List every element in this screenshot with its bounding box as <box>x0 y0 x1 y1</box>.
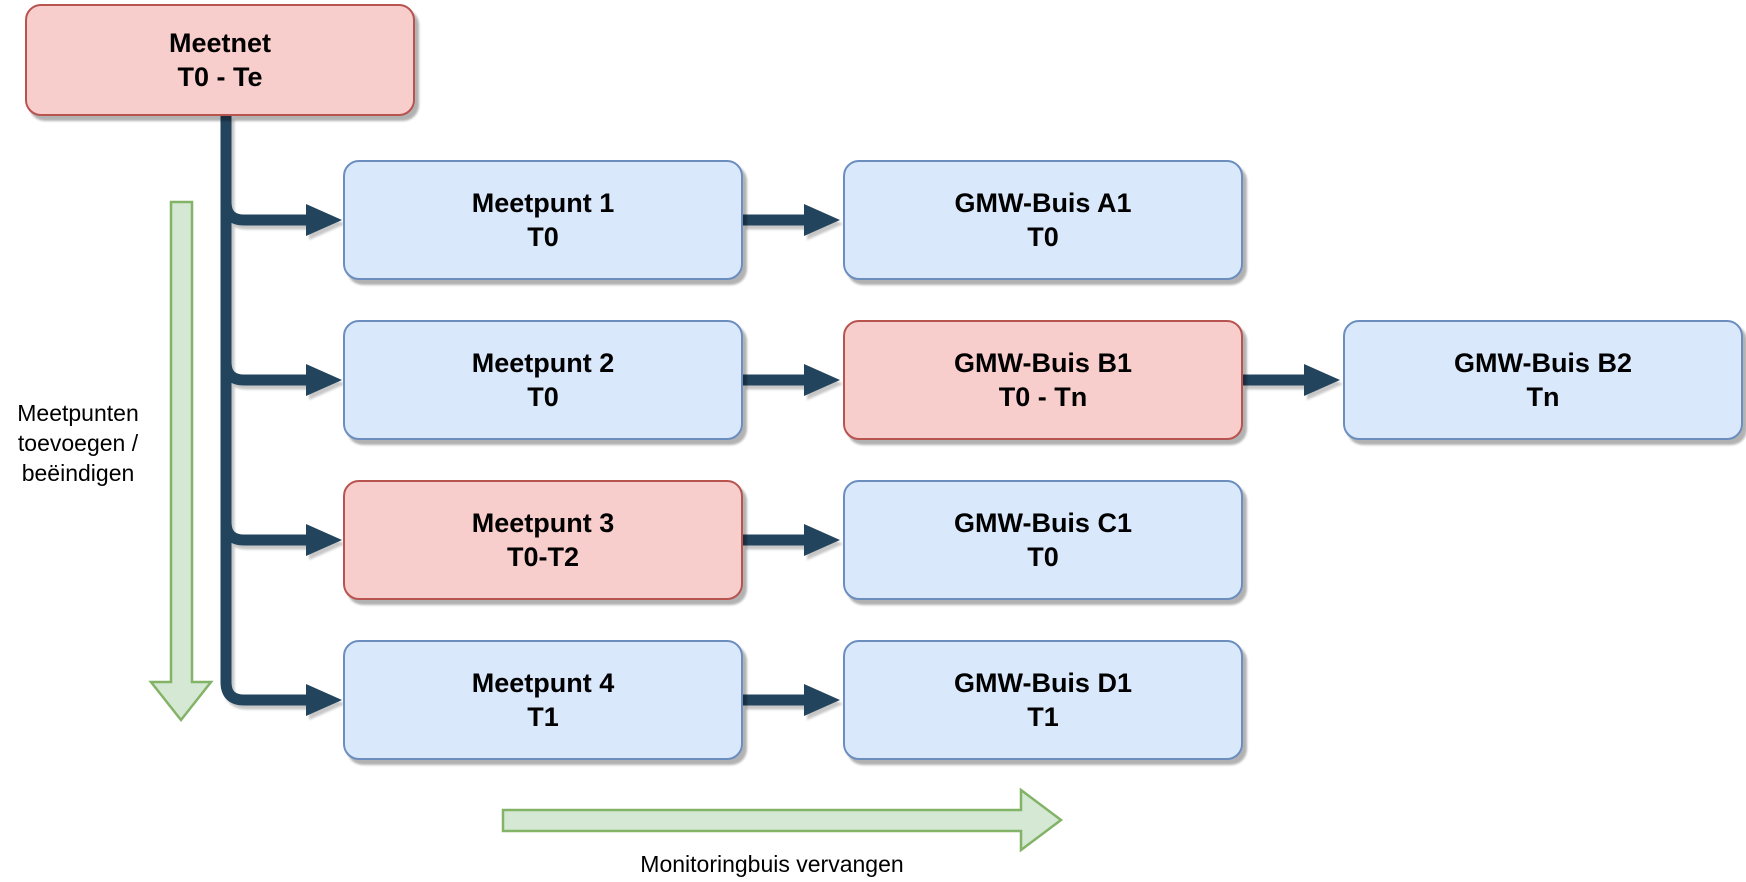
node-subtitle: T1 <box>527 702 559 732</box>
node-subtitle: T0 - Te <box>177 62 263 92</box>
branch-connector-meetpunt-1 <box>220 201 308 226</box>
node-meetpunt-4: Meetpunt 4 T1 <box>343 640 743 760</box>
node-gmw-buis-a1: GMW-Buis A1 T0 <box>843 160 1243 280</box>
arrowhead-icon <box>804 204 840 236</box>
tree-trunk-connector <box>220 116 308 706</box>
node-subtitle: T0 <box>1027 542 1059 572</box>
right-arrow-icon <box>501 787 1064 853</box>
left-arrow-label: Meetpunten toevoegen / beëindigen <box>0 398 156 488</box>
node-title: Meetnet <box>168 28 271 58</box>
node-subtitle: T0 <box>527 222 559 252</box>
node-subtitle: T0 <box>527 382 559 412</box>
node-meetpunt-1: Meetpunt 1 T0 <box>343 160 743 280</box>
node-title: GMW-Buis B2 <box>1454 348 1632 378</box>
arrowhead-icon <box>804 524 840 556</box>
arrowhead-icon <box>306 364 342 396</box>
node-subtitle: T1 <box>1027 702 1059 732</box>
arrowhead-icon <box>306 204 342 236</box>
arrowhead-icon <box>306 524 342 556</box>
node-title: GMW-Buis A1 <box>954 188 1132 218</box>
node-meetnet: Meetnet T0 - Te <box>25 4 415 116</box>
node-subtitle: T0 - Tn <box>998 382 1088 412</box>
node-subtitle: T0-T2 <box>506 542 579 572</box>
left-arrow-label-line: Meetpunten <box>17 400 139 426</box>
node-title: GMW-Buis C1 <box>954 508 1132 538</box>
arrowhead-icon <box>1304 364 1340 396</box>
node-meetpunt-2: Meetpunt 2 T0 <box>343 320 743 440</box>
node-subtitle: T0 <box>1027 222 1059 252</box>
left-arrow-label-line: toevoegen / <box>17 430 139 456</box>
horizontal-connector-group <box>743 204 1340 716</box>
tree-connector-group <box>220 116 342 716</box>
node-title: GMW-Buis B1 <box>954 348 1132 378</box>
arrowhead-icon <box>804 364 840 396</box>
node-title: GMW-Buis D1 <box>954 668 1132 698</box>
branch-connector-meetpunt-3 <box>220 521 308 546</box>
node-gmw-buis-b2: GMW-Buis B2 Tn <box>1343 320 1743 440</box>
down-arrow-icon <box>148 200 214 723</box>
bottom-arrow-label: Monitoringbuis vervangen <box>640 851 904 877</box>
node-meetpunt-3: Meetpunt 3 T0-T2 <box>343 480 743 600</box>
left-arrow-label-line: beëindigen <box>21 460 135 486</box>
node-title: Meetpunt 2 <box>471 348 615 378</box>
node-title: Meetpunt 1 <box>471 188 615 218</box>
branch-connector-meetpunt-2 <box>220 361 308 386</box>
node-subtitle: Tn <box>1526 382 1560 412</box>
arrowhead-icon <box>306 684 342 716</box>
node-gmw-buis-b1: GMW-Buis B1 T0 - Tn <box>843 320 1243 440</box>
node-gmw-buis-c1: GMW-Buis C1 T0 <box>843 480 1243 600</box>
node-title: Meetpunt 4 <box>471 668 615 698</box>
node-gmw-buis-d1: GMW-Buis D1 T1 <box>843 640 1243 760</box>
node-title: Meetpunt 3 <box>471 508 615 538</box>
arrowhead-icon <box>804 684 840 716</box>
